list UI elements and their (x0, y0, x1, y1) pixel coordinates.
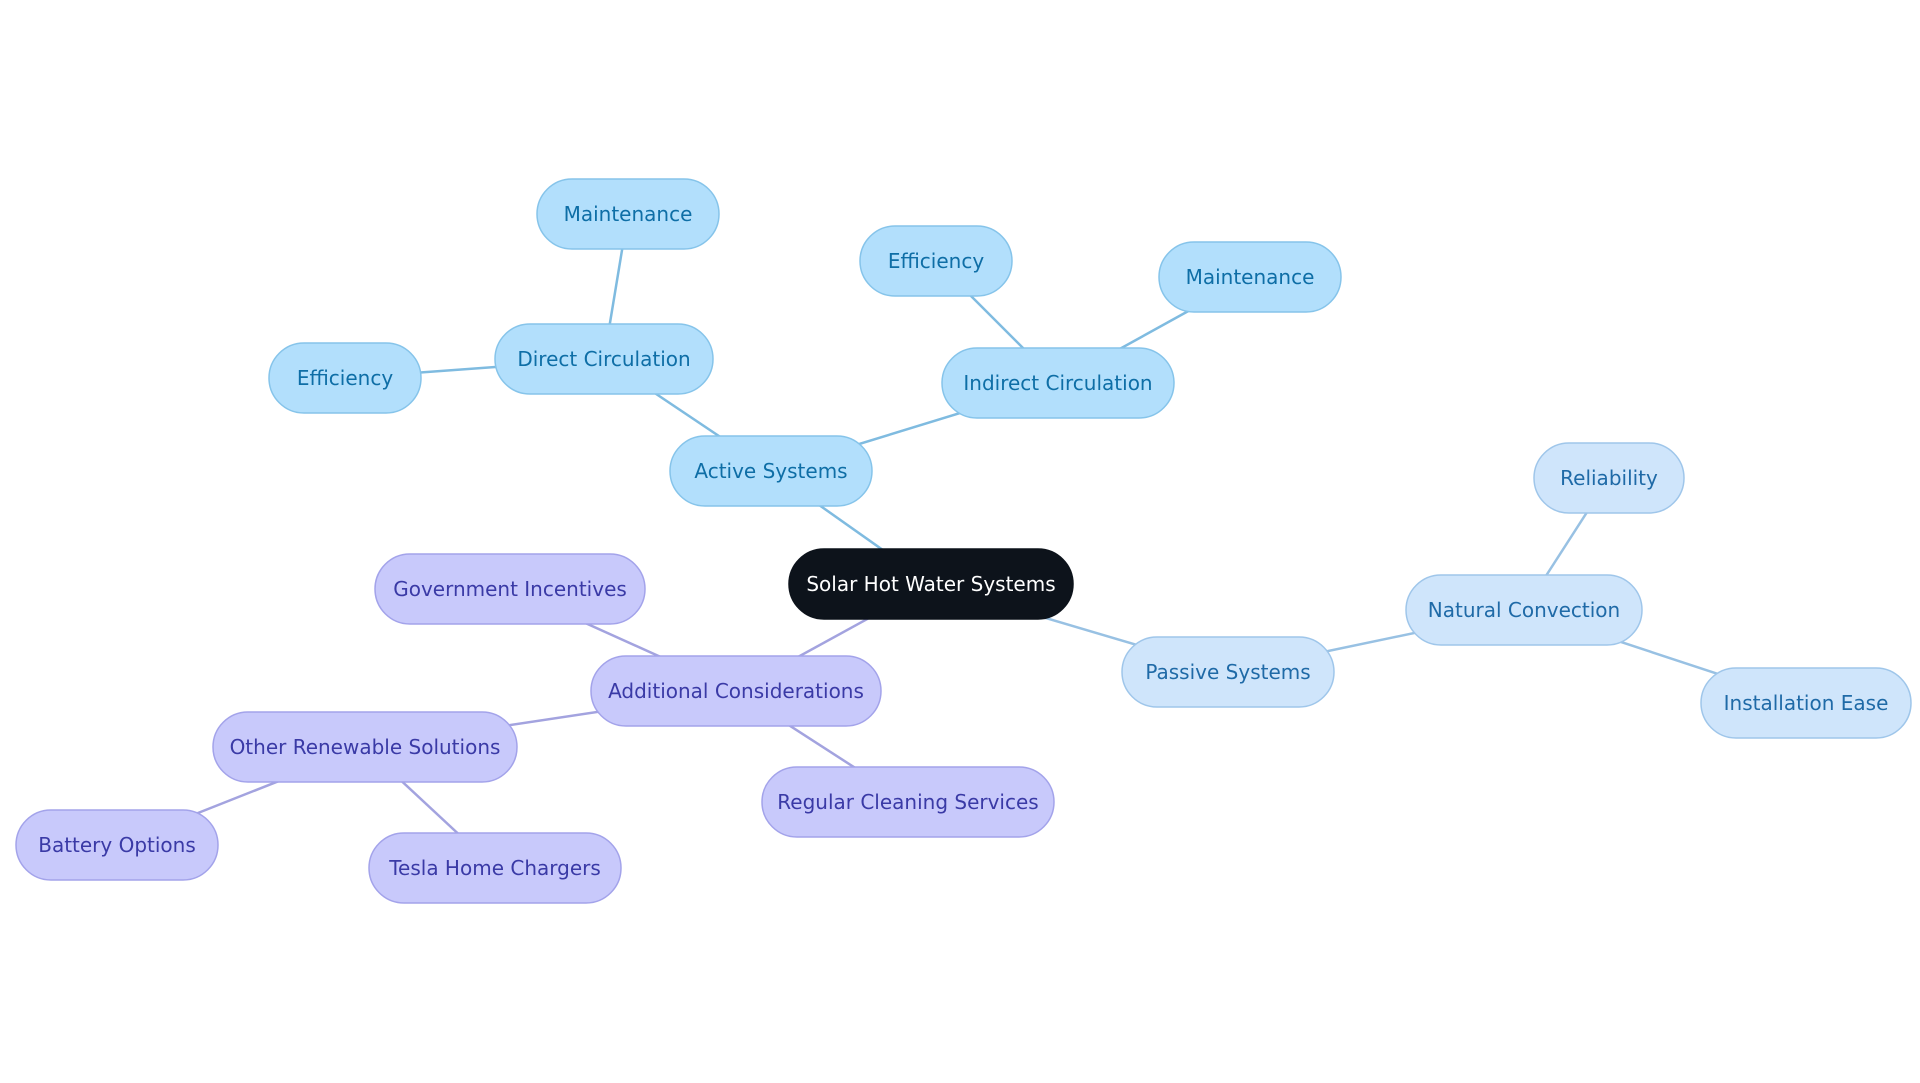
node-label-renewable: Other Renewable Solutions (230, 735, 501, 759)
node-natural: Natural Convection (1405, 574, 1643, 646)
node-indirect-maint: Maintenance (1158, 241, 1342, 313)
node-battery: Battery Options (15, 809, 219, 881)
node-label-direct: Direct Circulation (517, 347, 690, 371)
node-root: Solar Hot Water Systems (788, 548, 1074, 620)
node-box-indirect (941, 347, 1175, 419)
node-layer: Solar Hot Water Systems Active Systems Dir… (15, 178, 1912, 904)
node-reliability: Reliability (1533, 442, 1685, 514)
node-box-cleaning (761, 766, 1055, 838)
node-label-indirect-eff: Efficiency (888, 249, 985, 273)
node-direct: Direct Circulation (494, 323, 714, 395)
node-renewable: Other Renewable Solutions (212, 711, 518, 783)
node-box-indirect-eff (859, 225, 1013, 297)
node-label-tesla: Tesla Home Chargers (388, 856, 601, 880)
node-box-root (788, 548, 1074, 620)
node-gov: Government Incentives (374, 553, 646, 625)
node-box-reliability (1533, 442, 1685, 514)
node-box-additional (590, 655, 882, 727)
node-box-install (1700, 667, 1912, 739)
node-label-passive: Passive Systems (1145, 660, 1310, 684)
node-label-reliability: Reliability (1560, 466, 1658, 490)
node-box-passive (1121, 636, 1335, 708)
node-label-additional: Additional Considerations (608, 679, 864, 703)
node-label-direct-eff: Efficiency (297, 366, 394, 390)
node-install: Installation Ease (1700, 667, 1912, 739)
node-box-gov (374, 553, 646, 625)
node-box-battery (15, 809, 219, 881)
node-indirect: Indirect Circulation (941, 347, 1175, 419)
node-active: Active Systems (669, 435, 873, 507)
node-passive: Passive Systems (1121, 636, 1335, 708)
node-box-natural (1405, 574, 1643, 646)
node-label-battery: Battery Options (38, 833, 196, 857)
node-indirect-eff: Efficiency (859, 225, 1013, 297)
node-box-tesla (368, 832, 622, 904)
node-label-gov: Government Incentives (393, 577, 627, 601)
node-label-indirect-maint: Maintenance (1186, 265, 1315, 289)
node-label-direct-maint: Maintenance (564, 202, 693, 226)
node-label-cleaning: Regular Cleaning Services (777, 790, 1038, 814)
node-label-install: Installation Ease (1724, 691, 1889, 715)
node-additional: Additional Considerations (590, 655, 882, 727)
node-box-indirect-maint (1158, 241, 1342, 313)
node-box-active (669, 435, 873, 507)
node-box-renewable (212, 711, 518, 783)
node-box-direct (494, 323, 714, 395)
node-label-active: Active Systems (694, 459, 847, 483)
node-label-indirect: Indirect Circulation (963, 371, 1152, 395)
node-cleaning: Regular Cleaning Services (761, 766, 1055, 838)
node-label-natural: Natural Convection (1428, 598, 1620, 622)
node-direct-eff: Efficiency (268, 342, 422, 414)
node-box-direct-maint (536, 178, 720, 250)
node-direct-maint: Maintenance (536, 178, 720, 250)
node-tesla: Tesla Home Chargers (368, 832, 622, 904)
node-box-direct-eff (268, 342, 422, 414)
node-label-root: Solar Hot Water Systems (806, 572, 1055, 596)
